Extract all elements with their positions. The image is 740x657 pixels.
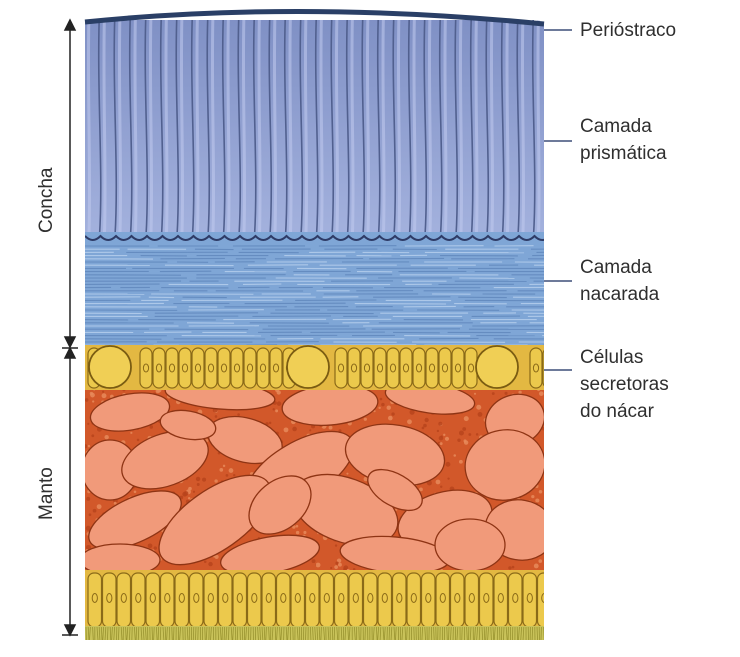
manto-bracket [62, 346, 78, 637]
label-camada-prismatica: Camada prismática [580, 116, 667, 164]
cilia [85, 626, 544, 641]
label-camada-nacarada: Camada nacarada [580, 257, 660, 305]
label-concha: Concha [36, 167, 57, 234]
periostracum-layer [84, 9, 545, 27]
mantle-cells [85, 379, 544, 577]
prismatic-columns [86, 20, 541, 237]
label-periostraco: Perióstraco [580, 20, 677, 41]
label-celulas-secretoras: Células secretoras do nácar [580, 347, 669, 422]
label-manto: Manto [36, 467, 57, 520]
nacre-lamellae [85, 245, 544, 347]
prismatic-bottom-edge [85, 234, 544, 241]
concha-bracket [63, 18, 77, 349]
secretory-cells [87, 345, 544, 389]
bottom-epithelium-cells [87, 572, 544, 628]
leader-lines [544, 29, 572, 371]
